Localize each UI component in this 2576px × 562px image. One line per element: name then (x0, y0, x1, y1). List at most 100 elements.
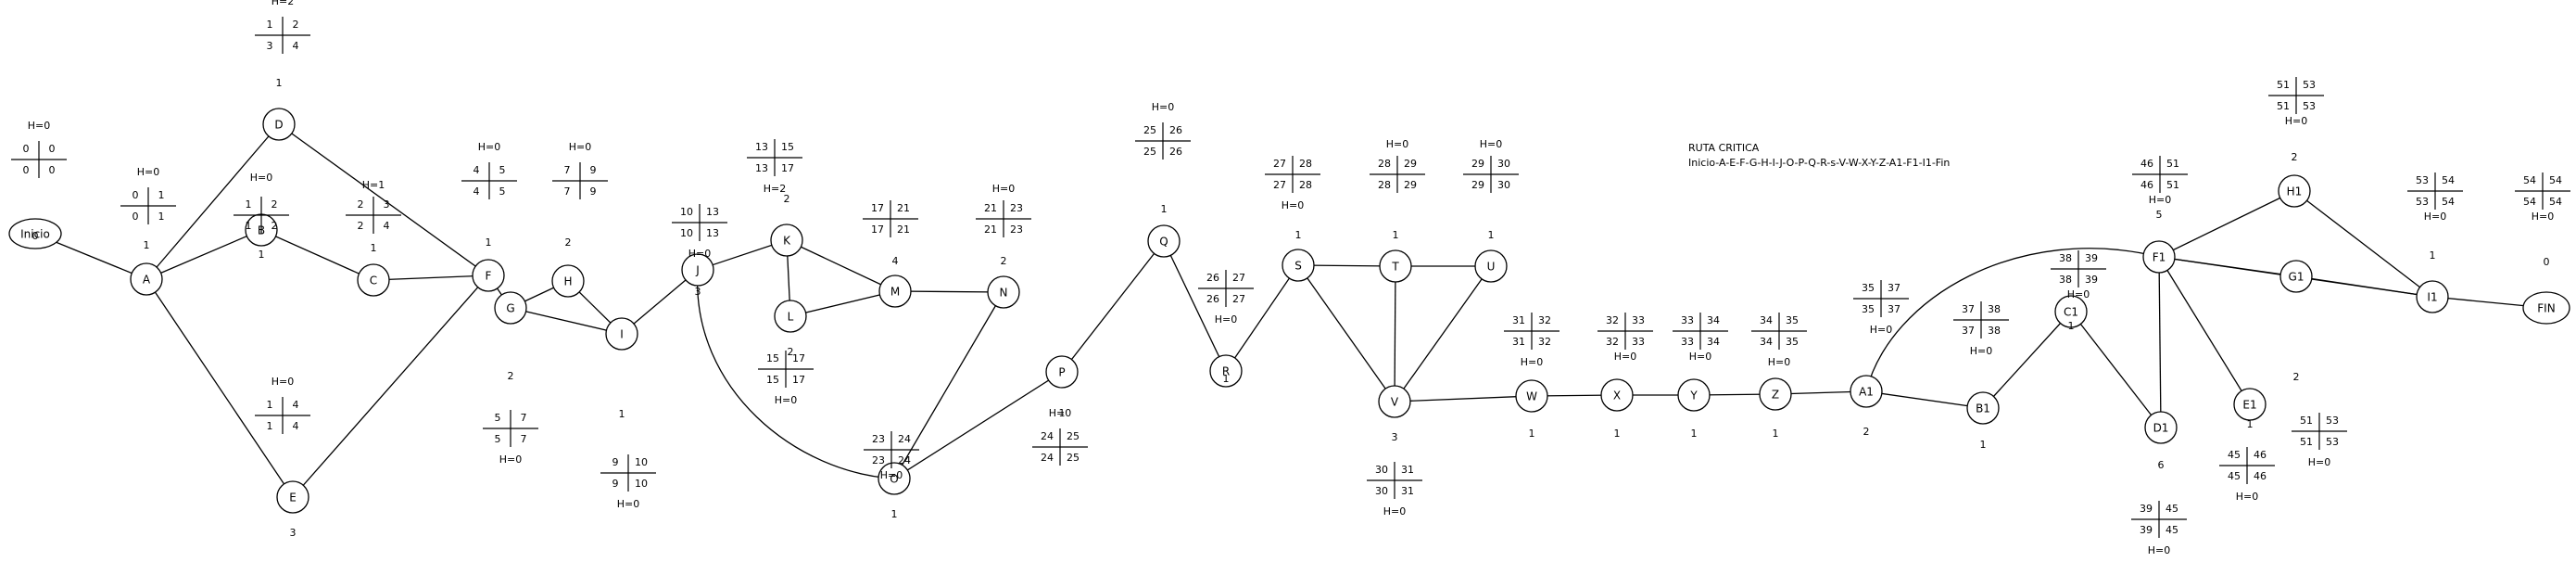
edge-L-M (789, 290, 896, 317)
node-c1[interactable]: C1 (2054, 295, 2088, 328)
node-l[interactable]: L (774, 300, 807, 333)
node-t[interactable]: T (1379, 249, 1412, 283)
node-fin[interactable]: FIN (2522, 291, 2570, 325)
node-n[interactable]: N (987, 275, 1020, 309)
node-label: A1 (1859, 386, 1874, 399)
node-duration: 1 (891, 508, 898, 520)
node-v[interactable]: V (1378, 385, 1411, 418)
table-late-finish: 46 (2254, 470, 2267, 482)
table-late-finish: 24 (898, 454, 911, 466)
node-u[interactable]: U (1474, 249, 1508, 283)
edge-A-E (145, 278, 294, 498)
node-duration: 1 (276, 77, 283, 89)
table-early-finish: 53 (2303, 79, 2316, 91)
node-j[interactable]: J (681, 253, 714, 287)
table-slack: H=0 (137, 166, 160, 178)
node-i[interactable]: I (605, 317, 638, 351)
node-duration: 1 (486, 236, 492, 249)
node-inicio[interactable]: Inicio (8, 218, 62, 249)
node-z[interactable]: Z (1759, 377, 1792, 411)
table-late-finish: 17 (781, 162, 794, 174)
edge-A1-F1 (1865, 248, 2160, 392)
node-f[interactable]: F (472, 259, 505, 292)
node-a[interactable]: A (130, 262, 163, 296)
node-q[interactable]: Q (1147, 224, 1181, 258)
table-early-start: 10 (680, 206, 693, 218)
table-late-finish: 53 (2303, 100, 2316, 112)
node-c[interactable]: C (357, 263, 390, 297)
table-slack: H=0 (1521, 356, 1544, 368)
node-label: N (1000, 287, 1008, 300)
node-h1[interactable]: H1 (2278, 174, 2311, 208)
table-slack: H=2 (271, 0, 295, 7)
node-duration: 1 (1295, 229, 1302, 241)
node-circle (2233, 388, 2267, 421)
table-late-start: 0 (133, 211, 139, 223)
table-late-finish: 45 (2166, 524, 2178, 536)
table-late-finish: 34 (1707, 336, 1720, 348)
node-label: D1 (2153, 422, 2169, 435)
table-early-start: 2 (358, 198, 364, 211)
table-late-start: 46 (2140, 179, 2153, 191)
node-y[interactable]: Y (1677, 378, 1711, 412)
node-b1[interactable]: B1 (1966, 391, 2000, 425)
node-h[interactable]: H (551, 264, 585, 298)
node-label: L (788, 311, 794, 324)
node-circle (551, 264, 585, 298)
table-early-start: 53 (2416, 174, 2429, 186)
table-early-finish: 26 (1169, 124, 1182, 136)
node-duration: 2 (2292, 151, 2298, 163)
node-d1[interactable]: D1 (2144, 411, 2178, 444)
node-g1[interactable]: G1 (2279, 260, 2313, 293)
node-a1[interactable]: A1 (1850, 375, 1883, 408)
node-circle (605, 317, 638, 351)
node-label: T (1391, 261, 1399, 274)
node-x[interactable]: X (1600, 378, 1634, 412)
node-label: H (563, 275, 572, 288)
node-o[interactable]: O (878, 462, 911, 495)
node-p[interactable]: P (1045, 355, 1079, 389)
node-circle (2416, 280, 2449, 313)
edge-M-N (894, 290, 1004, 293)
node-e[interactable]: E (276, 480, 309, 514)
edge-O-P (893, 371, 1063, 479)
node-g[interactable]: G (494, 291, 527, 325)
node-i1[interactable]: I1 (2416, 280, 2449, 313)
node-m[interactable]: M (878, 275, 912, 308)
node-circle (1282, 249, 1315, 282)
node-duration: 1 (1614, 428, 1621, 440)
node-d[interactable]: D (262, 108, 296, 141)
node-circle (1850, 375, 1883, 408)
node-w[interactable]: W (1515, 379, 1548, 413)
table-slack: H=0 (617, 498, 640, 510)
table-slack: H=0 (1689, 351, 1712, 363)
edge-R-S (1225, 264, 1299, 372)
node-r[interactable]: R (1209, 354, 1243, 388)
table-slack: H=0 (1152, 101, 1175, 113)
table-late-start: 34 (1760, 336, 1773, 348)
node-duration: 1 (259, 249, 265, 261)
node-e1[interactable]: E1 (2233, 388, 2267, 421)
node-label: V (1391, 396, 1399, 409)
table-early-start: 27 (1273, 158, 1286, 170)
node-duration: 2 (784, 193, 790, 205)
table-late-start: 38 (2059, 274, 2072, 286)
node-f1[interactable]: F1 (2142, 240, 2176, 274)
table-late-start: 51 (2277, 100, 2290, 112)
table-early-start: 0 (133, 189, 139, 201)
node-label: G (506, 302, 514, 315)
node-k[interactable]: K (770, 224, 803, 257)
node-circle (770, 224, 803, 257)
table-early-start: 39 (2140, 503, 2153, 515)
node-s[interactable]: S (1282, 249, 1315, 282)
table-early-start: 17 (871, 202, 884, 214)
edge-B-C (260, 229, 374, 281)
